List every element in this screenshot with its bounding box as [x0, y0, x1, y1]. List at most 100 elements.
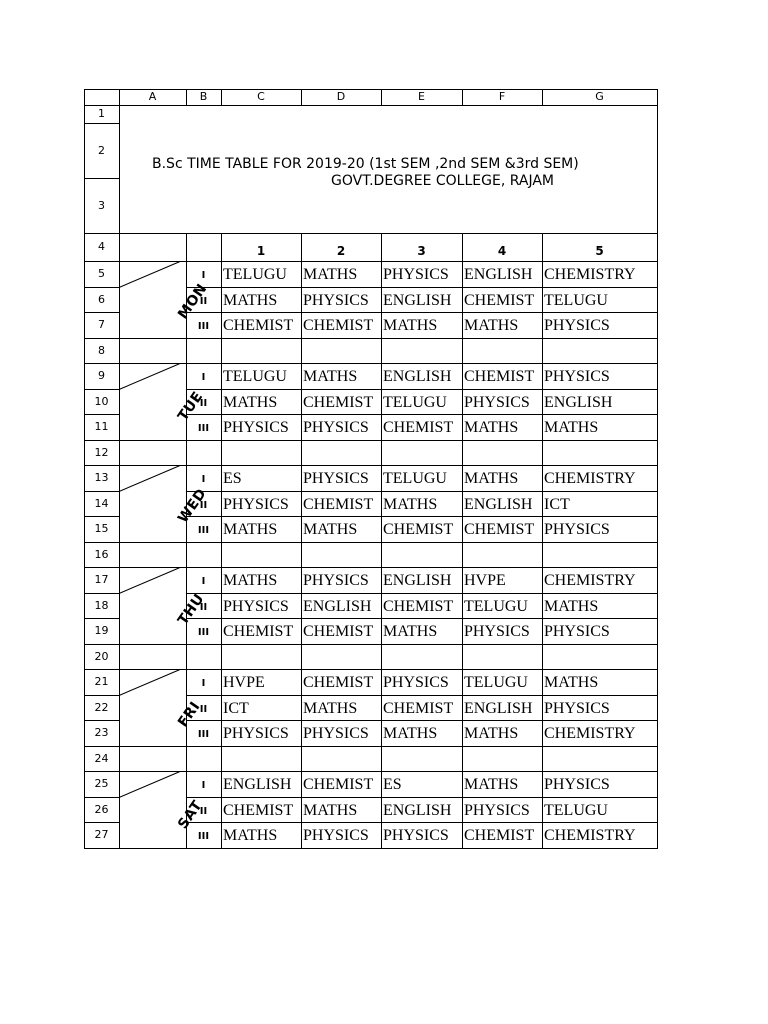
row-header-24[interactable]: 24	[94, 751, 109, 765]
subject-cell[interactable]: ENGLISH	[383, 572, 452, 589]
row-header-16[interactable]: 16	[94, 547, 109, 561]
subject-cell[interactable]: PHYSICS	[464, 801, 530, 819]
subject-cell[interactable]: TELUGU	[383, 393, 447, 411]
subject-cell[interactable]: CHEMIST	[383, 699, 454, 717]
subject-cell[interactable]: PHYSICS	[223, 597, 289, 615]
subject-cell[interactable]: CHEMISTRY	[544, 266, 636, 283]
subject-cell[interactable]: MATHS	[383, 623, 438, 640]
subject-cell[interactable]: ES	[223, 470, 242, 487]
subject-cell[interactable]: CHEMIST	[383, 597, 454, 615]
subject-cell[interactable]: MATHS	[464, 470, 519, 487]
row-header-21[interactable]: 21	[94, 675, 109, 688]
subject-cell[interactable]: PHYSICS	[544, 776, 610, 793]
row-header-15[interactable]: 15	[94, 522, 109, 535]
subject-cell[interactable]: CHEMIST	[303, 317, 374, 334]
subject-cell[interactable]: ENGLISH	[544, 393, 613, 411]
row-header-1[interactable]: 1	[98, 107, 105, 120]
row-header-7[interactable]: 7	[98, 318, 105, 331]
subject-cell[interactable]: PHYSICS	[303, 470, 369, 487]
subject-cell[interactable]: CHEMIST	[383, 521, 454, 538]
subject-cell[interactable]: TELUGU	[223, 266, 287, 283]
subject-cell[interactable]: ENGLISH	[223, 776, 292, 793]
subject-cell[interactable]: MATHS	[223, 393, 278, 411]
subject-cell[interactable]: CHEMIST	[383, 419, 454, 436]
subject-cell[interactable]: TELUGU	[544, 291, 608, 309]
row-header-27[interactable]: 27	[94, 828, 109, 841]
row-header-17[interactable]: 17	[94, 573, 109, 586]
subject-cell[interactable]: PHYSICS	[223, 419, 289, 436]
subject-cell[interactable]: CHEMIST	[464, 368, 535, 385]
period-header-5[interactable]: 5	[595, 244, 604, 258]
subject-cell[interactable]: MATHS	[383, 725, 438, 742]
row-header-4[interactable]: 4	[98, 240, 105, 253]
subject-cell[interactable]: CHEMIST	[223, 623, 294, 640]
subject-cell[interactable]: CHEMIST	[464, 291, 535, 309]
subject-cell[interactable]: PHYSICS	[544, 699, 610, 717]
subject-cell[interactable]: MATHS	[544, 597, 599, 615]
subject-cell[interactable]: PHYSICS	[303, 725, 369, 742]
row-header-5[interactable]: 5	[98, 267, 105, 280]
row-header-2[interactable]: 2	[98, 144, 105, 157]
subject-cell[interactable]: MATHS	[303, 699, 358, 717]
column-header-f[interactable]: F	[498, 90, 506, 103]
row-header-19[interactable]: 19	[94, 624, 109, 637]
column-header-a[interactable]: A	[148, 90, 157, 103]
subject-cell[interactable]: MATHS	[464, 317, 519, 334]
row-header-12[interactable]: 12	[94, 445, 109, 459]
subject-cell[interactable]: TELUGU	[544, 801, 608, 819]
column-header-c[interactable]: C	[257, 90, 265, 103]
period-header-4[interactable]: 4	[497, 244, 507, 258]
column-header-e[interactable]: E	[418, 90, 425, 103]
subject-cell[interactable]: ES	[383, 776, 402, 793]
subject-cell[interactable]: MATHS	[464, 419, 519, 436]
row-header-18[interactable]: 18	[94, 598, 109, 612]
subject-cell[interactable]: CHEMIST	[303, 623, 374, 640]
subject-cell[interactable]: PHYSICS	[383, 266, 449, 283]
subject-cell[interactable]: PHYSICS	[464, 393, 530, 411]
subject-cell[interactable]: CHEMISTRY	[544, 827, 636, 844]
subject-cell[interactable]: MATHS	[303, 368, 358, 385]
subject-cell[interactable]: HVPE	[223, 674, 265, 691]
subject-cell[interactable]: PHYSICS	[544, 317, 610, 334]
subject-cell[interactable]: CHEMISTRY	[544, 725, 636, 742]
subject-cell[interactable]: MATHS	[223, 827, 278, 844]
subject-cell[interactable]: CHEMIST	[223, 801, 294, 819]
subject-cell[interactable]: PHYSICS	[303, 572, 369, 589]
subject-cell[interactable]: PHYSICS	[303, 827, 369, 844]
column-header-d[interactable]: D	[336, 90, 346, 103]
subject-cell[interactable]: ICT	[223, 699, 249, 717]
row-header-22[interactable]: 22	[94, 700, 109, 714]
subject-cell[interactable]: PHYSICS	[544, 623, 610, 640]
subject-cell[interactable]: ENGLISH	[383, 801, 452, 819]
subject-cell[interactable]: CHEMISTRY	[544, 572, 636, 589]
subject-cell[interactable]: MATHS	[223, 521, 278, 538]
subject-cell[interactable]: ENGLISH	[464, 495, 533, 513]
subject-cell[interactable]: MATHS	[544, 419, 599, 436]
row-header-14[interactable]: 14	[94, 496, 109, 510]
subject-cell[interactable]: HVPE	[464, 572, 506, 589]
subject-cell[interactable]: PHYSICS	[223, 495, 289, 513]
subject-cell[interactable]: ICT	[544, 495, 570, 513]
subject-cell[interactable]: MATHS	[383, 495, 438, 513]
subject-cell[interactable]: TELUGU	[464, 674, 528, 691]
subject-cell[interactable]: MATHS	[303, 266, 358, 283]
subject-cell[interactable]: MATHS	[223, 291, 278, 309]
subject-cell[interactable]: CHEMISTRY	[544, 470, 636, 487]
row-header-3[interactable]: 3	[98, 199, 105, 212]
subject-cell[interactable]: ENGLISH	[383, 291, 452, 309]
subject-cell[interactable]: PHYSICS	[303, 419, 369, 436]
subject-cell[interactable]: CHEMIST	[223, 317, 294, 334]
subject-cell[interactable]: MATHS	[464, 776, 519, 793]
column-header-b[interactable]: B	[199, 90, 208, 103]
subject-cell[interactable]: CHEMIST	[303, 393, 374, 411]
row-header-13[interactable]: 13	[94, 471, 109, 484]
row-header-8[interactable]: 8	[98, 343, 105, 357]
period-header-1[interactable]: 1	[256, 244, 266, 258]
subject-cell[interactable]: ENGLISH	[383, 368, 452, 385]
subject-cell[interactable]: TELUGU	[223, 368, 287, 385]
subject-cell[interactable]: ENGLISH	[303, 597, 372, 615]
row-header-10[interactable]: 10	[94, 394, 109, 408]
subject-cell[interactable]: CHEMIST	[303, 495, 374, 513]
subject-cell[interactable]: PHYSICS	[383, 674, 449, 691]
subject-cell[interactable]: TELUGU	[383, 470, 447, 487]
